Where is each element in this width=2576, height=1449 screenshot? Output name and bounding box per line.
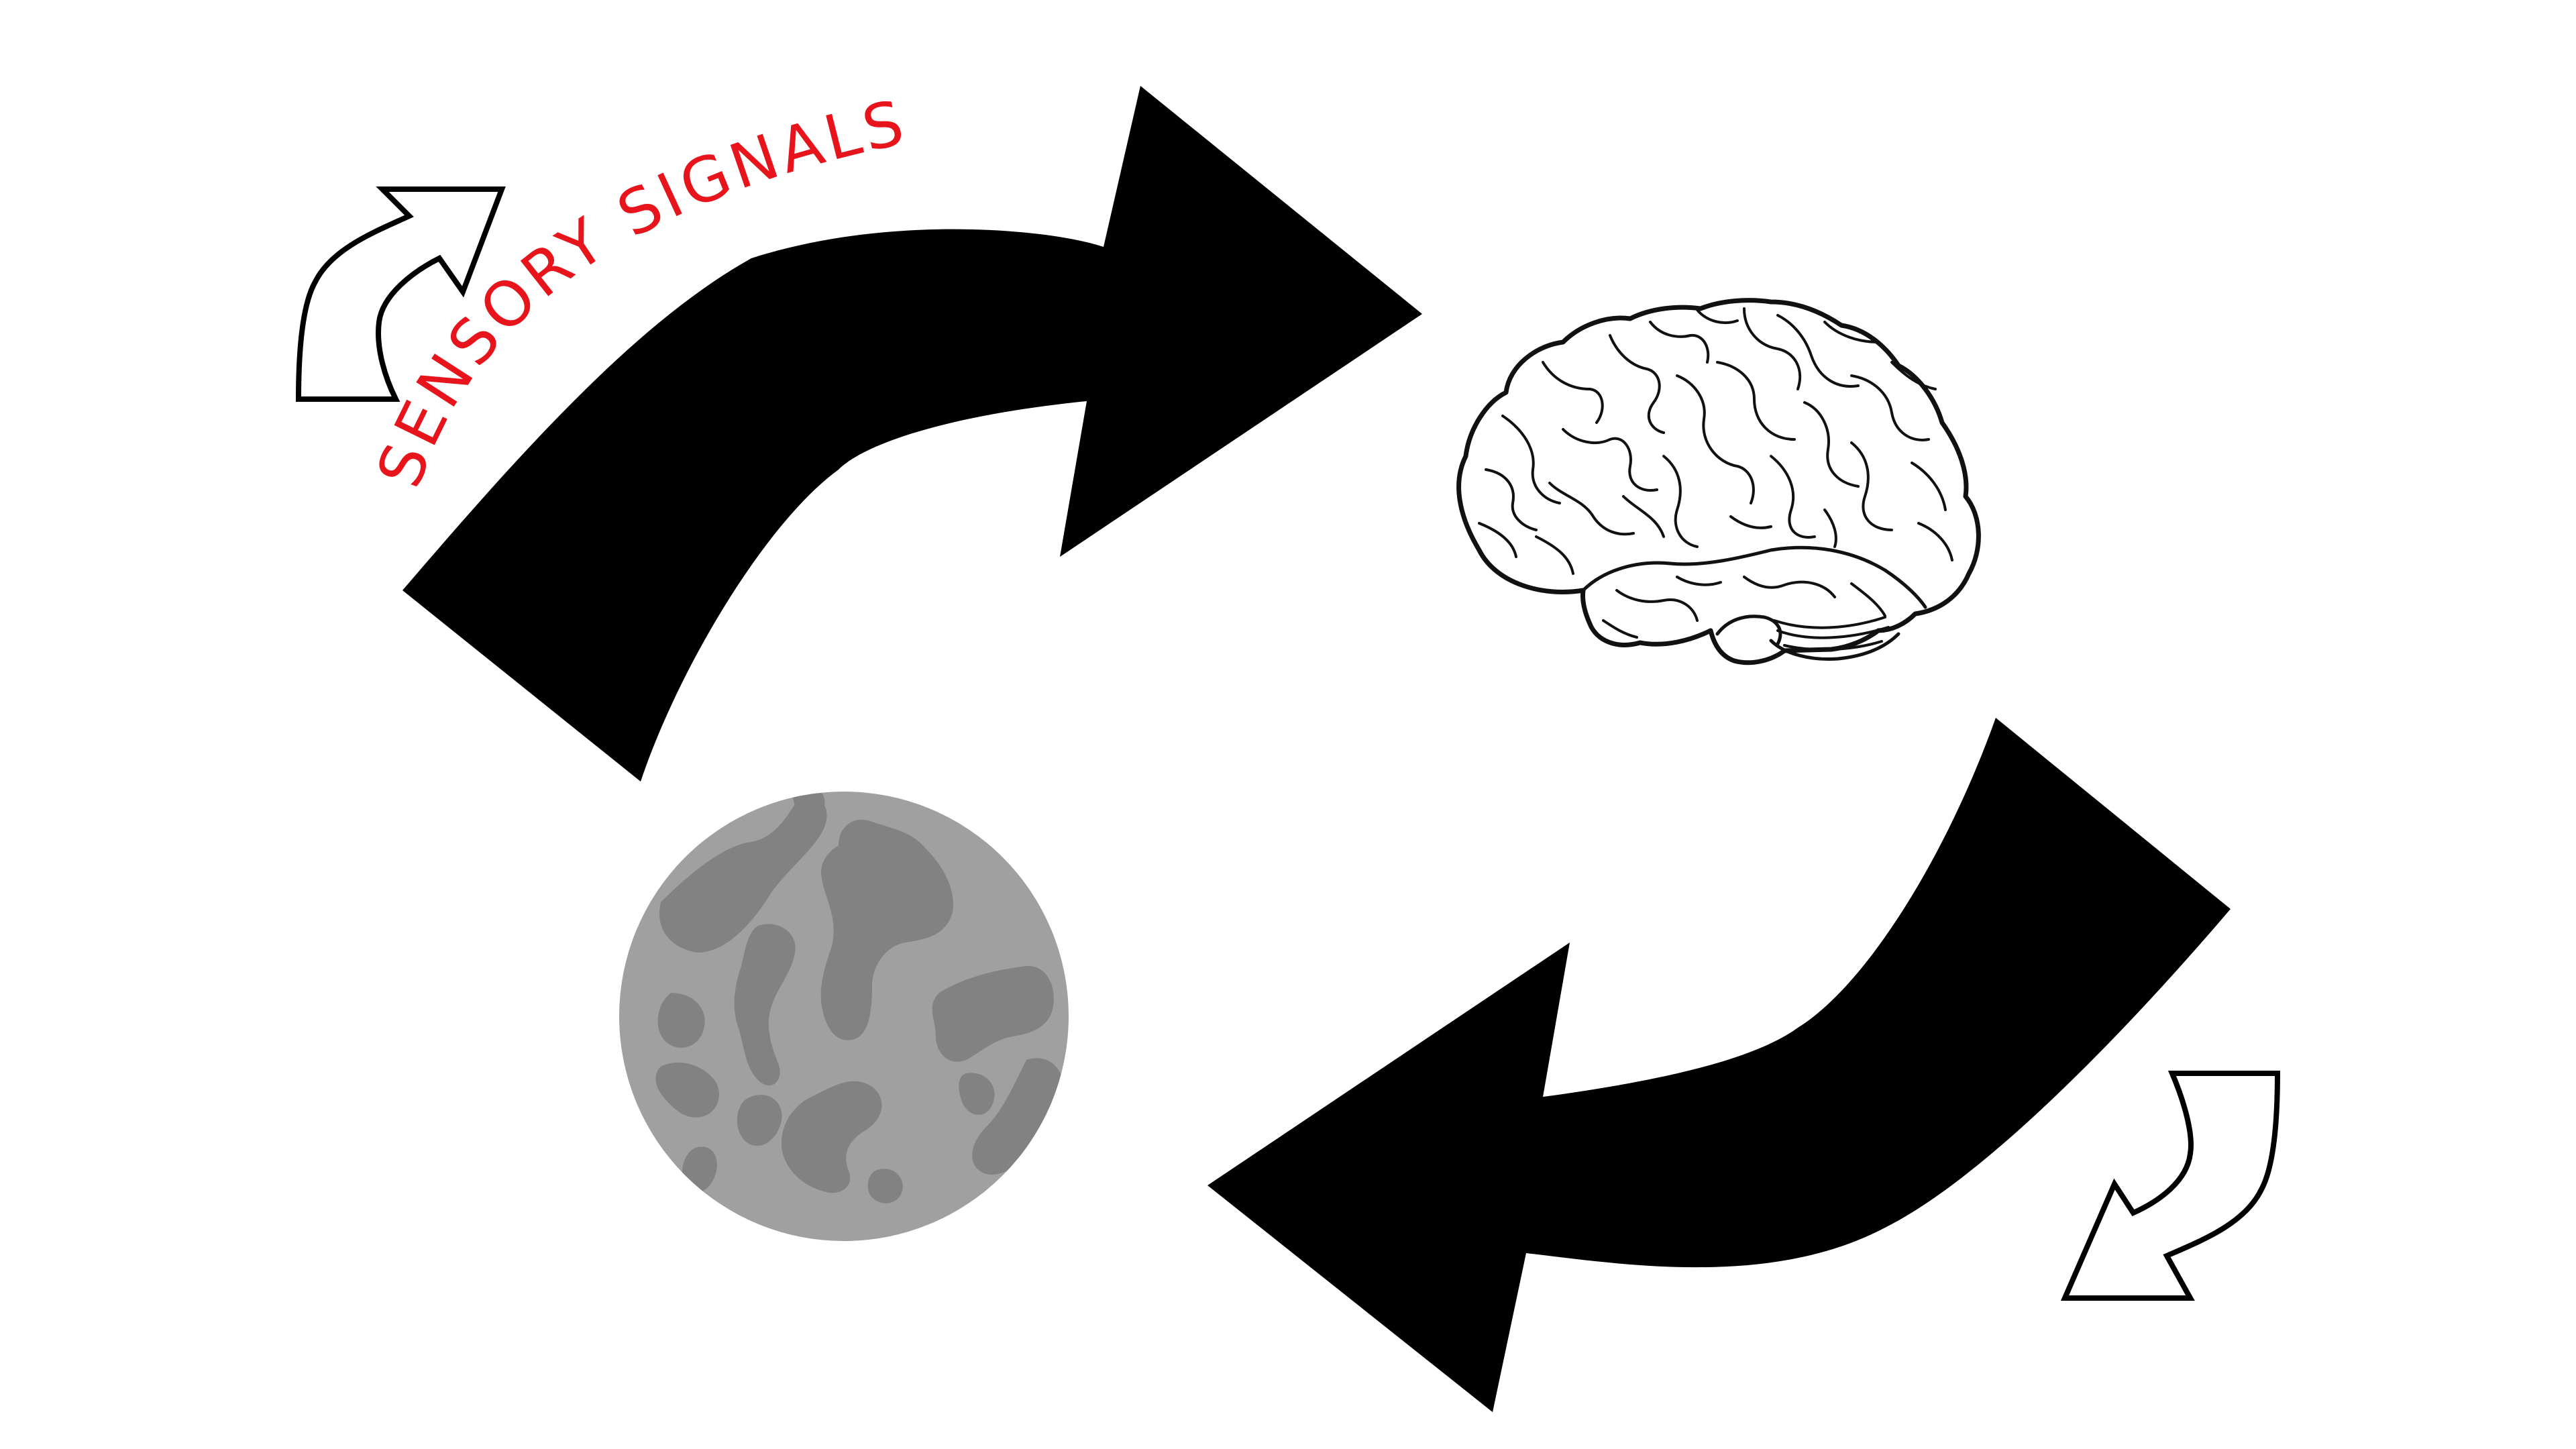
curved-arrow-down-left-icon	[1208, 718, 2231, 1412]
small-outline-arrow-down-left-icon	[2060, 1071, 2281, 1301]
small-outline-arrow-up-right-icon	[295, 186, 506, 402]
brain-icon	[1456, 298, 1981, 665]
planet-icon	[619, 792, 1069, 1241]
curved-arrow-up-right-icon	[402, 86, 1422, 782]
